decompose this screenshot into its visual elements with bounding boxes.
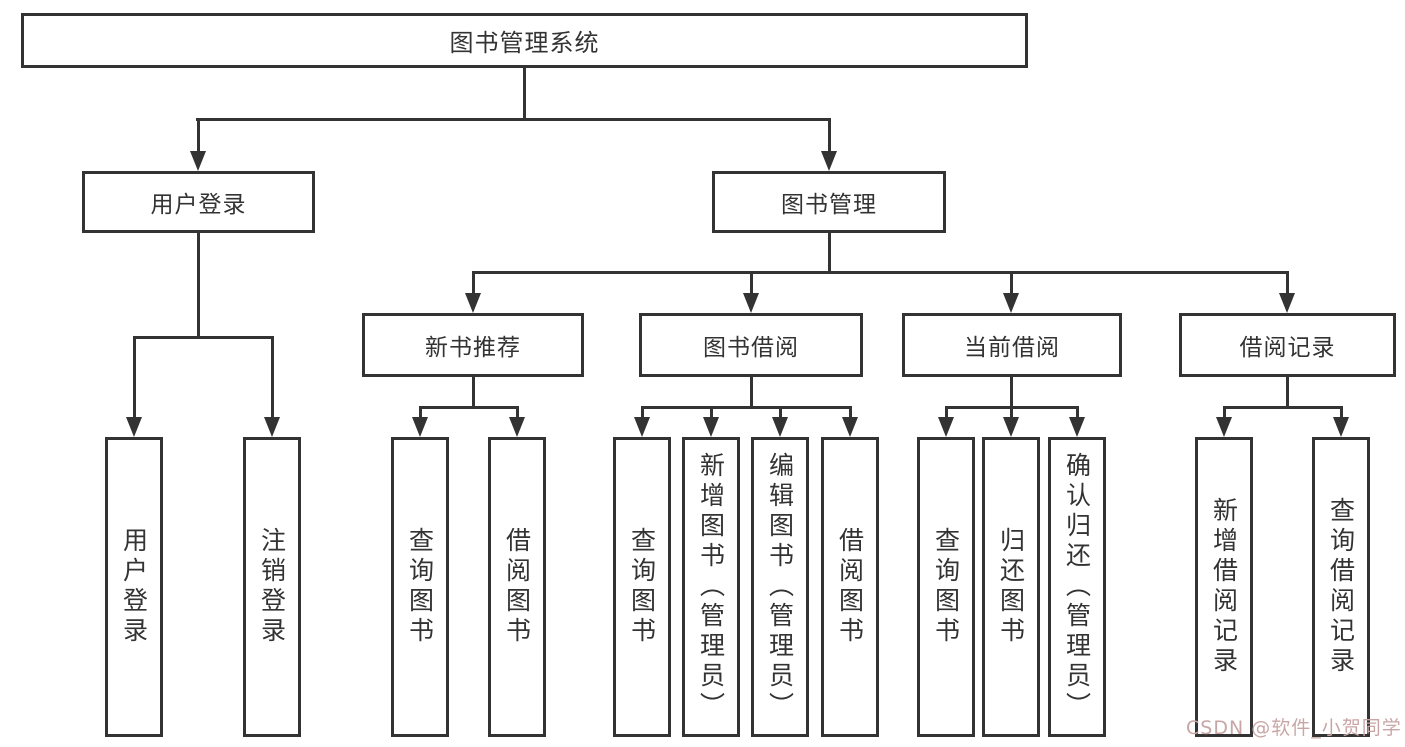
leaf-new-borrow-books-label: 借阅图书 [502,527,532,647]
leaf-current-query-books: 查询图书 [917,437,975,737]
connector-line [133,336,136,417]
leaf-record-query: 查询借阅记录 [1312,437,1370,737]
watermark: CSDN @软件_小贺同学 [1186,717,1402,739]
arrowhead [842,417,858,437]
node-current-borrow-label: 当前借阅 [964,335,1060,361]
connector-line [779,406,782,417]
connector-line [1340,406,1343,417]
leaf-borrow-query-books-label: 查询图书 [627,527,657,647]
leaf-new-borrow-books: 借阅图书 [488,437,546,737]
connector-line [472,271,1289,274]
connector-line [945,406,948,417]
arrowhead [634,417,650,437]
connector-line [641,406,644,417]
arrowhead [126,417,142,437]
connector-line [828,118,831,151]
node-root: 图书管理系统 [21,13,1028,68]
arrowhead [465,293,481,313]
connector-line [1223,406,1226,417]
leaf-record-query-label: 查询借阅记录 [1326,497,1356,677]
leaf-current-confirm-return-label: 确认归还（管理员） [1062,452,1092,722]
leaf-user-login-label: 用户登录 [119,527,149,647]
connector-line [523,68,526,121]
connector-line [197,233,200,339]
arrowhead [1333,417,1349,437]
leaf-current-return-books-label: 归还图书 [996,527,1026,647]
node-book-mgmt: 图书管理 [712,171,946,233]
node-new-books: 新书推荐 [362,313,584,377]
connector-line [271,336,274,417]
leaf-borrow-add-books-label: 新增图书（管理员） [696,452,726,722]
node-borrow-records-label: 借阅记录 [1239,335,1336,361]
connector-line [1010,377,1013,409]
connector-line [1010,271,1013,293]
arrowhead [743,293,759,313]
node-root-label: 图书管理系统 [449,29,600,57]
arrowhead [1279,293,1295,313]
node-current-borrow: 当前借阅 [902,313,1122,377]
arrowhead [509,417,525,437]
arrowhead [703,417,719,437]
connector-line [196,118,831,121]
leaf-user-logout: 注销登录 [243,437,301,737]
connector-line [133,336,274,339]
connector-line [849,406,852,417]
leaf-record-add-label: 新增借阅记录 [1209,497,1239,677]
leaf-user-logout-label: 注销登录 [257,527,287,647]
leaf-current-return-books: 归还图书 [982,437,1040,737]
connector-line [828,233,831,274]
arrowhead [821,151,837,171]
connector-line [1286,271,1289,293]
connector-line [1223,406,1343,409]
node-user-login-label: 用户登录 [150,192,247,218]
connector-line [750,271,753,293]
node-new-books-label: 新书推荐 [425,335,521,361]
arrowhead [264,417,280,437]
node-borrow-records: 借阅记录 [1179,313,1396,377]
node-book-borrow: 图书借阅 [639,313,863,377]
leaf-current-query-books-label: 查询图书 [931,527,961,647]
arrowhead [412,417,428,437]
connector-line [750,377,753,409]
node-book-borrow-label: 图书借阅 [703,335,799,361]
leaf-current-confirm-return: 确认归还（管理员） [1048,437,1106,737]
arrowhead [1216,417,1232,437]
arrowhead [190,151,206,171]
leaf-user-login: 用户登录 [105,437,163,737]
leaf-borrow-edit-books: 编辑图书（管理员） [751,437,809,737]
connector-line [197,118,200,151]
connector-line [516,406,519,417]
connector-line [472,377,475,409]
connector-line [641,406,852,409]
connector-line [1076,406,1079,417]
arrowhead [1069,417,1085,437]
leaf-new-query-books-label: 查询图书 [405,527,435,647]
node-book-mgmt-label: 图书管理 [781,192,877,218]
arrowhead [772,417,788,437]
connector-line [419,406,519,409]
leaf-borrow-edit-books-label: 编辑图书（管理员） [765,452,795,722]
leaf-borrow-borrow-books: 借阅图书 [821,437,879,737]
connector-line [419,406,422,417]
connector-line [472,271,475,293]
arrowhead [1003,293,1019,313]
leaf-borrow-borrow-books-label: 借阅图书 [835,527,865,647]
leaf-record-add: 新增借阅记录 [1195,437,1253,737]
connector-line [1286,377,1289,409]
leaf-new-query-books: 查询图书 [391,437,449,737]
arrowhead [1003,417,1019,437]
leaf-borrow-add-books: 新增图书（管理员） [682,437,740,737]
connector-line [1010,406,1013,417]
connector-line [710,406,713,417]
leaf-borrow-query-books: 查询图书 [613,437,671,737]
arrowhead [938,417,954,437]
node-user-login: 用户登录 [82,171,315,233]
